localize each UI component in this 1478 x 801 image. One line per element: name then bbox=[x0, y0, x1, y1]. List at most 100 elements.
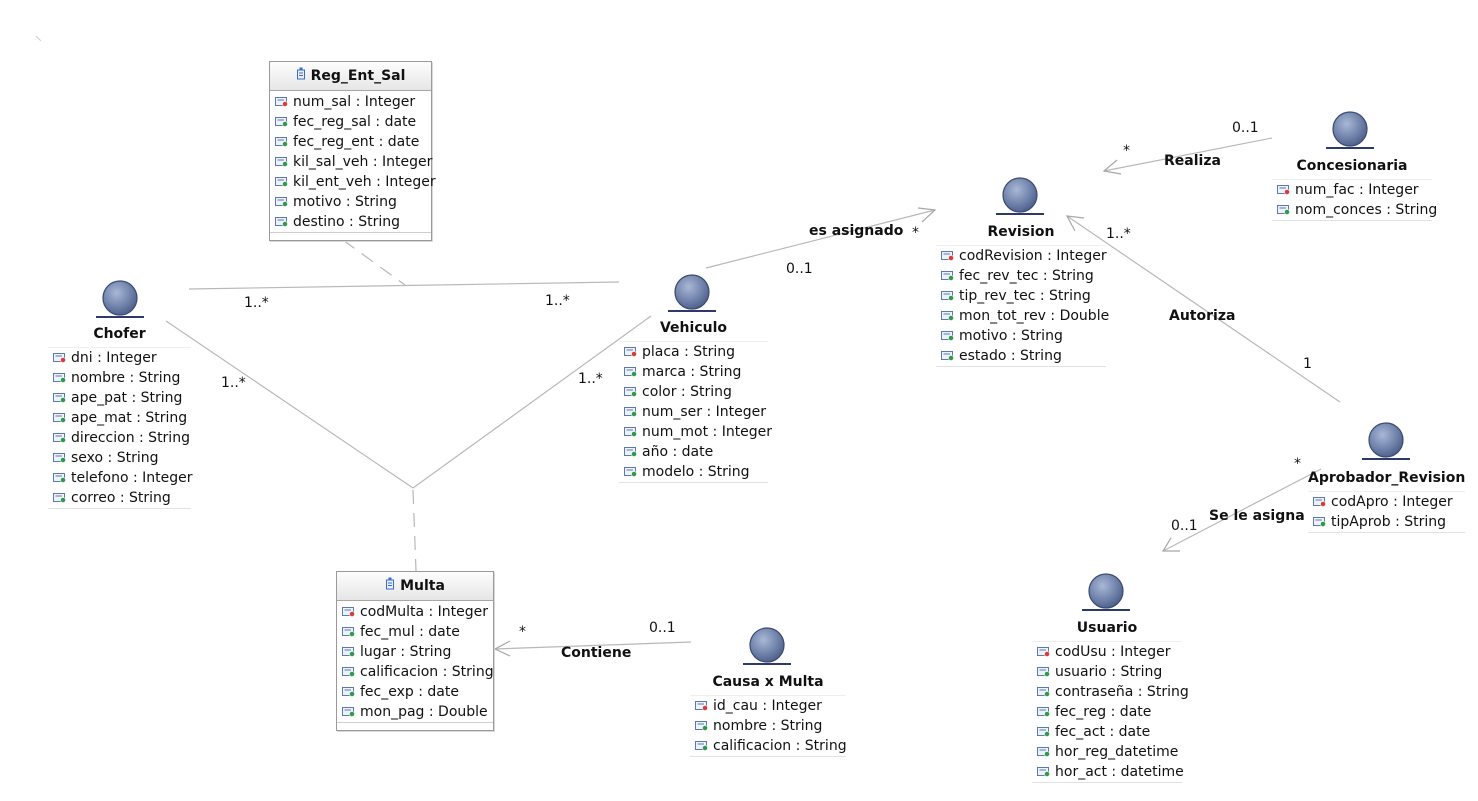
attribute-row[interactable]: correo : String bbox=[48, 488, 191, 508]
assoc-vehiculo-multa[interactable] bbox=[412, 315, 652, 489]
attribute-row[interactable]: lugar : String bbox=[337, 642, 493, 662]
attribute-row[interactable]: mon_tot_rev : Double bbox=[936, 306, 1109, 326]
attribute-text: dni : Integer bbox=[71, 350, 157, 366]
causa-actor-icon[interactable] bbox=[743, 627, 791, 665]
attribute-row[interactable]: fec_mul : date bbox=[337, 622, 493, 642]
attribute-row[interactable]: num_sal : Integer bbox=[270, 92, 431, 112]
attribute-row[interactable]: fec_reg_ent : date bbox=[270, 132, 431, 152]
class-name: Multa bbox=[400, 578, 445, 594]
attribute-row[interactable]: nombre : String bbox=[48, 368, 191, 388]
attribute-row[interactable]: fec_exp : date bbox=[337, 682, 493, 702]
attribute-icon bbox=[1037, 707, 1050, 717]
attribute-row[interactable]: codRevision : Integer bbox=[936, 246, 1107, 266]
attribute-row[interactable]: nom_conces : String bbox=[1272, 200, 1437, 220]
attribute-row[interactable]: codApro : Integer bbox=[1308, 492, 1465, 512]
attribute-row[interactable]: ape_pat : String bbox=[48, 388, 191, 408]
attribute-row[interactable]: fec_reg : date bbox=[1032, 702, 1182, 722]
arrowhead-contiene bbox=[493, 640, 511, 657]
chofer-actor-icon[interactable] bbox=[96, 280, 144, 318]
vehiculo-actor-icon[interactable] bbox=[668, 274, 716, 312]
attribute-text: motivo : String bbox=[293, 194, 397, 210]
attribute-text: fec_reg_sal : date bbox=[293, 114, 417, 130]
assoc-class-link-multa[interactable] bbox=[412, 489, 417, 572]
assoc-name-autoriza: Autoriza bbox=[1169, 308, 1236, 324]
assoc-contiene[interactable] bbox=[494, 641, 692, 650]
concesionaria-actor-icon[interactable] bbox=[1326, 111, 1374, 149]
attribute-row[interactable]: destino : String bbox=[270, 212, 431, 232]
attribute-text: hor_act : datetime bbox=[1055, 764, 1184, 780]
attribute-row[interactable]: sexo : String bbox=[48, 448, 191, 468]
attribute-row[interactable]: modelo : String bbox=[619, 462, 768, 482]
attribute-row[interactable]: codMulta : Integer bbox=[337, 602, 493, 622]
attribute-row[interactable]: contraseña : String bbox=[1032, 682, 1189, 702]
attribute-row[interactable]: motivo : String bbox=[936, 326, 1106, 346]
attribute-row[interactable]: dni : Integer bbox=[48, 348, 191, 368]
aprobador-actor-icon[interactable] bbox=[1362, 422, 1410, 460]
attribute-row[interactable]: mon_pag : Double bbox=[337, 702, 493, 722]
assoc-realiza[interactable] bbox=[1103, 137, 1273, 172]
attribute-row[interactable]: ape_mat : String bbox=[48, 408, 191, 428]
stray-mark bbox=[35, 35, 42, 42]
attribute-text: num_fac : Integer bbox=[1295, 182, 1419, 198]
revision-actor-icon[interactable] bbox=[996, 177, 1044, 215]
assoc-es-asignado[interactable] bbox=[705, 209, 936, 269]
attribute-row[interactable]: calificacion : String bbox=[337, 662, 494, 682]
attribute-row[interactable]: estado : String bbox=[936, 346, 1106, 366]
assoc-chofer-vehiculo[interactable] bbox=[188, 281, 620, 290]
attribute-row[interactable]: num_fac : Integer bbox=[1272, 180, 1432, 200]
assoc-name-realiza: Realiza bbox=[1164, 153, 1221, 169]
attribute-row[interactable]: kil_ent_veh : Integer bbox=[270, 172, 436, 192]
multiplicity-es-asignado-from: 0..1 bbox=[786, 261, 813, 277]
attribute-row[interactable]: color : String bbox=[619, 382, 768, 402]
attribute-row[interactable]: usuario : String bbox=[1032, 662, 1182, 682]
attribute-row[interactable]: fec_rev_tec : String bbox=[936, 266, 1106, 286]
attribute-row[interactable]: año : date bbox=[619, 442, 768, 462]
attribute-row[interactable]: motivo : String bbox=[270, 192, 431, 212]
attribute-icon bbox=[941, 291, 954, 301]
multiplicity-realiza-to: * bbox=[1123, 143, 1130, 159]
attribute-text: nom_conces : String bbox=[1295, 202, 1438, 218]
attribute-text: fec_reg : date bbox=[1055, 704, 1152, 720]
attribute-text: modelo : String bbox=[642, 464, 750, 480]
multiplicity-se-le-asigna-from: * bbox=[1294, 456, 1301, 472]
attribute-row[interactable]: fec_reg_sal : date bbox=[270, 112, 431, 132]
assoc-chofer-multa[interactable] bbox=[165, 320, 414, 489]
attribute-icon bbox=[941, 271, 954, 281]
attribute-row[interactable]: placa : String bbox=[619, 342, 768, 362]
arrowhead-autoriza bbox=[1065, 215, 1085, 232]
attribute-row[interactable]: nombre : String bbox=[690, 716, 846, 736]
attribute-row[interactable]: id_cau : Integer bbox=[690, 696, 846, 716]
attribute-row[interactable]: tipAprob : String bbox=[1308, 512, 1465, 532]
operations-compartment bbox=[270, 232, 431, 243]
assoc-class-link-reg[interactable] bbox=[342, 239, 406, 286]
attribute-row[interactable]: direccion : String bbox=[48, 428, 191, 448]
attribute-icon bbox=[1037, 687, 1050, 697]
attribute-row[interactable]: hor_reg_datetime bbox=[1032, 742, 1182, 762]
attribute-text: color : String bbox=[642, 384, 732, 400]
attribute-icon bbox=[941, 331, 954, 341]
attribute-icon bbox=[941, 351, 954, 361]
attribute-icon bbox=[1313, 517, 1326, 527]
attribute-text: lugar : String bbox=[360, 644, 452, 660]
attribute-row[interactable]: hor_act : datetime bbox=[1032, 762, 1184, 782]
attribute-row[interactable]: tip_rev_tec : String bbox=[936, 286, 1106, 306]
attribute-icon bbox=[1037, 667, 1050, 677]
attribute-row[interactable]: marca : String bbox=[619, 362, 768, 382]
multiplicity-chofer-multa: 1..* bbox=[221, 375, 246, 391]
attribute-row[interactable]: fec_act : date bbox=[1032, 722, 1182, 742]
attribute-text: telefono : Integer bbox=[71, 470, 193, 486]
usuario-actor-icon[interactable] bbox=[1082, 573, 1130, 611]
attribute-row[interactable]: codUsu : Integer bbox=[1032, 642, 1182, 662]
assoc-autoriza[interactable] bbox=[1066, 215, 1341, 403]
attribute-row[interactable]: num_mot : Integer bbox=[619, 422, 772, 442]
attribute-row[interactable]: telefono : Integer bbox=[48, 468, 193, 488]
attribute-row[interactable]: calificacion : String bbox=[690, 736, 847, 756]
assoc-se-le-asigna[interactable] bbox=[1162, 468, 1322, 552]
attribute-text: hor_reg_datetime bbox=[1055, 744, 1179, 760]
attribute-row[interactable]: kil_sal_veh : Integer bbox=[270, 152, 432, 172]
attribute-row[interactable]: num_ser : Integer bbox=[619, 402, 768, 422]
attribute-icon bbox=[53, 473, 66, 483]
